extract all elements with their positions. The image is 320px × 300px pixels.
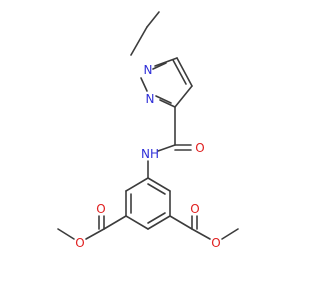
atom-labels: N N NH O O O O O xyxy=(75,63,220,250)
structure-drawing: N N NH O O O O O xyxy=(57,11,239,250)
ethyl-bond-1 xyxy=(130,26,148,56)
atom-left-ester-ether-o: O xyxy=(75,236,84,250)
ring-c4-c5-double xyxy=(172,59,187,85)
amide-cn-bond xyxy=(157,144,176,152)
left-ester-methyl-bond xyxy=(57,228,75,240)
atom-right-ester-carbonyl-o: O xyxy=(190,202,199,216)
ring-c3-c4-bond xyxy=(174,85,193,108)
ring-n2-c3-double xyxy=(155,95,172,104)
benzene-bond-6 xyxy=(147,177,171,192)
atom-amide-nh: NH xyxy=(141,147,159,161)
ethyl-bond-to-n xyxy=(152,62,167,70)
ring-c5-n1-bond xyxy=(154,57,178,67)
benzene-bond-3 xyxy=(125,215,149,230)
atom-amide-o: O xyxy=(195,141,204,155)
right-ester-co-single xyxy=(191,228,211,240)
ring-c4-c5-bond xyxy=(176,57,193,87)
left-ester-attach-bond xyxy=(103,215,127,230)
ring-n2-c3-bond xyxy=(159,99,176,108)
left-ester-co-single xyxy=(85,228,105,240)
atom-left-ester-carbonyl-o: O xyxy=(96,202,105,216)
bonds xyxy=(57,11,239,240)
benzene-bond-1 xyxy=(125,177,149,192)
benzene-bond-6-double xyxy=(147,183,166,195)
ethyl-bond-2 xyxy=(146,11,160,28)
benzene-bond-4-double xyxy=(147,212,166,224)
ring-n1-n2-bond xyxy=(140,77,148,92)
benzene-bond-4 xyxy=(147,215,171,230)
molecule-diagram: N N NH O O O O O xyxy=(57,11,239,250)
atom-n-pyrazole-1: N xyxy=(144,63,153,77)
right-ester-attach-bond xyxy=(169,215,193,230)
atom-right-ester-ether-o: O xyxy=(211,236,220,250)
right-ester-methyl-bond xyxy=(221,228,239,240)
atom-n-pyrazole-2: N xyxy=(146,92,155,106)
